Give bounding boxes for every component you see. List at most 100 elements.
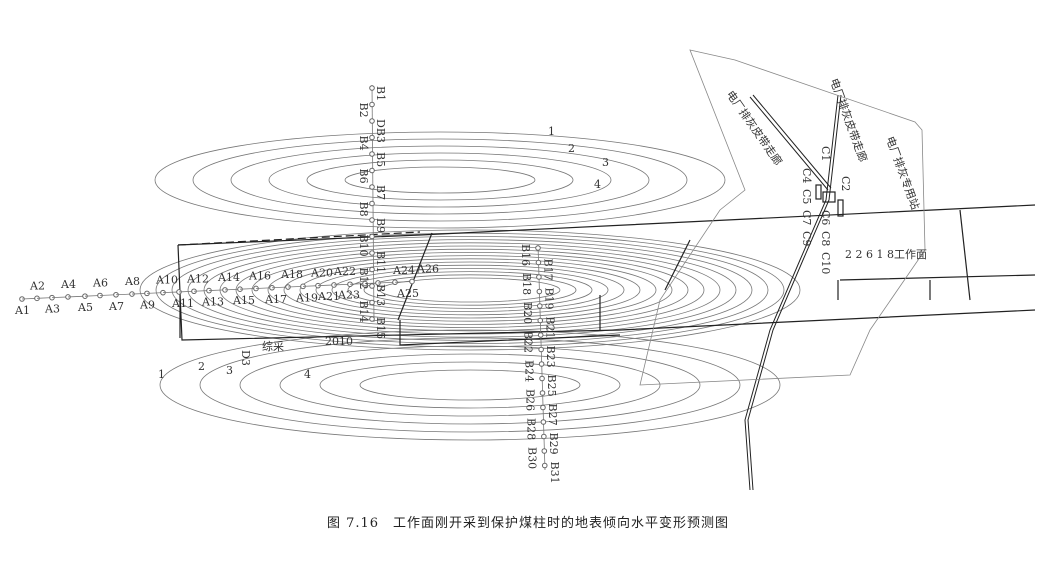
point-label-c: C8 xyxy=(819,231,832,246)
point-label-a: A6 xyxy=(92,276,108,289)
contour-line xyxy=(268,152,612,208)
point-label-a: A1 xyxy=(14,304,30,317)
year-label: 2010 xyxy=(325,335,353,348)
point-label-b: B4 xyxy=(357,136,370,151)
survey-point xyxy=(369,217,375,223)
contour-line xyxy=(267,255,673,325)
belt-corridor-2 xyxy=(749,94,832,191)
figure-caption: 图 7.16 工作面刚开采到保护煤柱时的地表倾向水平变形预测图 xyxy=(326,516,730,531)
point-label-b: B26 xyxy=(524,389,537,411)
contour-label: 3 xyxy=(226,364,233,377)
point-label-a: A24 xyxy=(392,264,415,277)
point-label-c: C2 xyxy=(839,176,852,191)
point-label-c: C6 xyxy=(819,210,832,225)
contour-line xyxy=(159,329,781,441)
contour-line xyxy=(154,131,726,229)
survey-point xyxy=(540,404,546,411)
point-label-b: B20 xyxy=(521,302,534,324)
contour-label: 4 xyxy=(304,368,311,381)
point-label-b: B13 xyxy=(374,284,387,306)
survey-line xyxy=(377,281,396,284)
point-label-b: B25 xyxy=(545,375,558,397)
contour-line xyxy=(344,166,536,194)
point-label-a: A21 xyxy=(317,290,340,303)
point-label-b: B28 xyxy=(524,418,537,440)
point-label-b: B7 xyxy=(374,185,387,200)
point-label-b: B14 xyxy=(357,301,370,323)
point-label-a: A9 xyxy=(139,298,155,311)
point-label-b: B11 xyxy=(374,251,387,273)
survey-point xyxy=(541,448,548,454)
contour-line xyxy=(299,261,641,319)
point-label-a: A13 xyxy=(201,296,224,309)
contour-label: 2 xyxy=(568,142,575,155)
survey-point xyxy=(369,118,375,124)
point-label-a: A4 xyxy=(60,278,76,291)
survey-point xyxy=(369,250,375,256)
point-label-c: C9 xyxy=(800,231,813,246)
point-label-a: A26 xyxy=(416,262,439,275)
contour-line xyxy=(283,258,657,322)
contour-line xyxy=(219,245,721,335)
survey-line xyxy=(67,295,86,298)
protection-boundary xyxy=(639,49,926,386)
contour-line xyxy=(279,353,661,417)
survey-point xyxy=(541,433,547,440)
d3-label: D3 xyxy=(239,350,252,366)
contour-line xyxy=(251,251,689,328)
survey-point xyxy=(369,299,375,306)
point-label-a: A3 xyxy=(44,303,60,316)
station-building xyxy=(815,184,822,200)
point-label-b: B2 xyxy=(357,103,370,118)
survey-line xyxy=(537,244,546,471)
contour-line xyxy=(379,277,561,303)
point-label-b: B31 xyxy=(548,462,561,484)
point-label-b: B22 xyxy=(522,331,535,353)
contour-line xyxy=(315,264,625,316)
contour-label: 4 xyxy=(594,178,601,191)
point-label-a: A15 xyxy=(232,294,255,307)
point-label-b: B17 xyxy=(541,259,554,281)
contour-line xyxy=(331,267,609,312)
point-label-b: B19 xyxy=(542,288,555,310)
point-label-c: C7 xyxy=(800,210,813,225)
ash-station-label: 电厂排灰专用站 xyxy=(883,134,922,211)
contour-line xyxy=(139,229,801,351)
survey-point xyxy=(538,346,544,353)
point-label-c: C5 xyxy=(800,189,813,204)
point-label-a: A8 xyxy=(124,275,140,288)
point-label-a: A18 xyxy=(280,268,303,281)
point-label-b: B9 xyxy=(374,218,387,233)
survey-point xyxy=(536,274,542,280)
point-label-a: A14 xyxy=(217,271,240,284)
contour-line xyxy=(230,145,650,215)
point-label-b: B23 xyxy=(544,346,557,368)
contour-label: 1 xyxy=(548,125,555,138)
point-label-b: B12 xyxy=(357,268,370,290)
contour-line xyxy=(171,235,769,344)
point-label-a: A12 xyxy=(186,272,209,285)
station-building xyxy=(837,199,844,217)
point-label-a: A25 xyxy=(396,287,419,300)
survey-point xyxy=(537,332,544,338)
contour-line xyxy=(306,159,574,201)
point-label-b: B27 xyxy=(546,404,559,426)
point-label-b: B29 xyxy=(547,433,560,455)
contour-line xyxy=(359,369,581,401)
workface-boundary xyxy=(177,204,1036,346)
contour-map: A1A2A3A4A5A6A7A8A9A10A11A12A13A14A15A16A… xyxy=(14,49,1036,491)
survey-point xyxy=(541,462,548,469)
contour-line xyxy=(363,274,577,306)
survey-point xyxy=(369,151,375,157)
contour-line xyxy=(155,232,785,348)
station-building xyxy=(822,191,836,203)
point-label-a: A17 xyxy=(264,293,287,306)
belt-corridor xyxy=(744,94,842,491)
contour-label: 3 xyxy=(602,156,609,169)
point-label-a: A2 xyxy=(29,279,45,292)
point-label-b: B8 xyxy=(357,202,370,217)
survey-point xyxy=(539,390,546,396)
survey-point xyxy=(538,361,545,367)
point-label-b: B15 xyxy=(374,317,387,339)
